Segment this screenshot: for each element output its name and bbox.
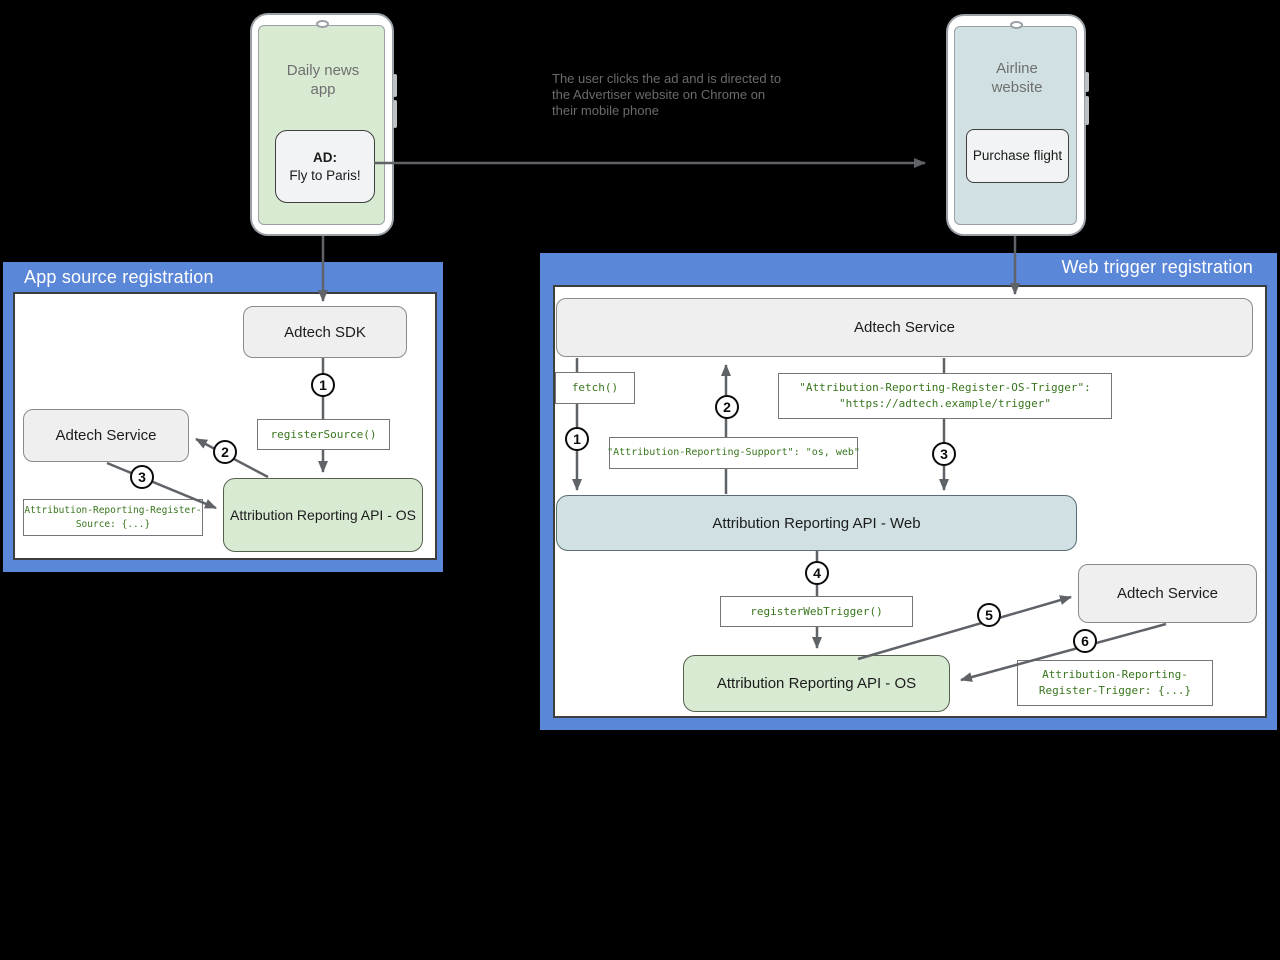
phone-side-button <box>1085 72 1089 92</box>
daily-news-phone: Daily news app AD: Fly to Paris! <box>250 13 397 236</box>
adtech-service-node-left: Adtech Service <box>23 409 189 462</box>
app-source-registration-title: App source registration <box>24 267 214 287</box>
arrow-step5-os-to-service <box>857 595 1072 661</box>
phone-side-button <box>393 100 397 128</box>
os-trigger-header-codebox: "Attribution-Reporting-Register-OS-Trigg… <box>778 373 1112 419</box>
purchase-flight-button: Purchase flight <box>966 129 1069 183</box>
register-web-trigger-call: registerWebTrigger() <box>750 604 883 618</box>
phone-side-button <box>1085 96 1089 125</box>
fetch-call: fetch() <box>571 381 619 395</box>
attribution-api-web-node: Attribution Reporting API - Web <box>556 495 1077 551</box>
camera-dot-icon <box>1009 21 1023 29</box>
register-trigger-header-line1: Attribution-Reporting- <box>1042 668 1188 682</box>
register-source-call: registerSource() <box>270 427 377 441</box>
register-source-header-line2: Source: {...} <box>75 518 151 530</box>
step-badge-6-right: 6 <box>1073 629 1097 653</box>
step-badge-3-right: 3 <box>932 442 956 466</box>
airline-screen: Airline website Purchase flight <box>954 21 1077 225</box>
register-source-codebox: registerSource() <box>257 419 390 450</box>
os-trigger-header-line2: "https://adtech.example/trigger" <box>839 397 1051 410</box>
adtech-sdk-node: Adtech SDK <box>243 306 407 358</box>
os-trigger-header-line1: "Attribution-Reporting-Register-OS-Trigg… <box>799 381 1091 395</box>
step-badge-3-left: 3 <box>130 465 154 489</box>
register-web-trigger-codebox: registerWebTrigger() <box>720 596 913 627</box>
step-badge-1-left: 1 <box>311 373 335 397</box>
click-flow-annotation: The user clicks the ad and is directed t… <box>552 71 782 118</box>
adtech-service-node-side: Adtech Service <box>1078 564 1257 623</box>
arrow-step3-service-to-os <box>106 461 217 510</box>
ad-body: Fly to Paris! <box>289 167 361 183</box>
register-source-header-line1: Attribution-Reporting-Register- <box>24 504 202 516</box>
ad-heading: AD: <box>313 149 337 165</box>
adtech-service-node-top: Adtech Service <box>556 298 1253 357</box>
arrow-step6-service-to-os <box>960 622 1167 682</box>
step-badge-1-right: 1 <box>565 427 589 451</box>
attribution-api-os-node-right: Attribution Reporting API - OS <box>683 655 950 712</box>
daily-news-app-label: Daily news app <box>286 62 360 98</box>
attribution-api-os-node-left: Attribution Reporting API - OS <box>223 478 423 552</box>
phone-side-button <box>393 74 397 97</box>
step-badge-2-left: 2 <box>213 440 237 464</box>
step-badge-4-right: 4 <box>805 561 829 585</box>
step-badge-2-right: 2 <box>715 395 739 419</box>
airline-website-label: Airline website <box>991 60 1043 96</box>
register-trigger-header-codebox: Attribution-Reporting- Register-Trigger:… <box>1017 660 1213 706</box>
register-trigger-header-line2: Register-Trigger: {...} <box>1038 684 1192 697</box>
web-trigger-registration-title: Web trigger registration <box>1061 257 1253 277</box>
daily-news-screen: Daily news app AD: Fly to Paris! <box>258 20 385 225</box>
ad-card: AD: Fly to Paris! <box>275 130 375 203</box>
register-source-header-codebox: Attribution-Reporting-Register- Source: … <box>23 499 203 536</box>
fetch-codebox: fetch() <box>555 372 635 404</box>
airline-phone: Airline website Purchase flight <box>946 14 1089 236</box>
support-header-codebox: "Attribution-Reporting-Support": "os, we… <box>607 437 860 469</box>
support-header: "Attribution-Reporting-Support": "os, we… <box>607 446 860 458</box>
step-badge-5-right: 5 <box>977 603 1001 627</box>
camera-dot-icon <box>315 20 329 28</box>
